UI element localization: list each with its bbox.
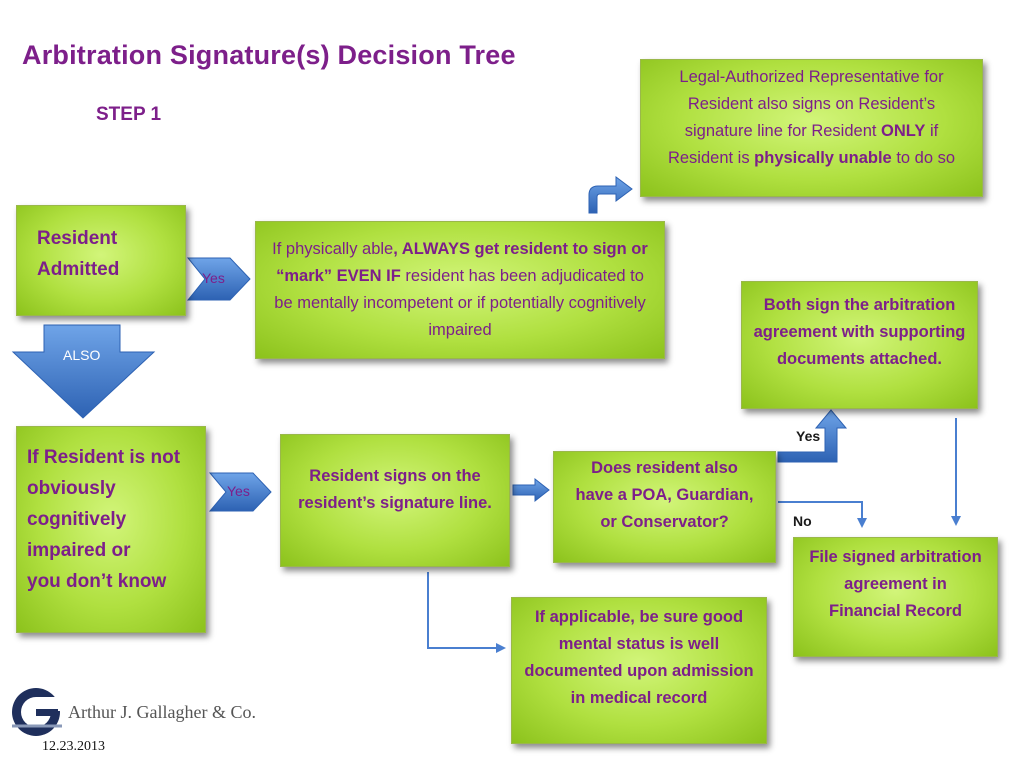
node-resident-admitted: Resident Admitted xyxy=(16,205,186,316)
not-impaired-line5: you don’t know xyxy=(27,571,167,592)
not-impaired-line3: cognitively xyxy=(27,509,127,530)
node-physically-able: If physically able, ALWAYS get resident … xyxy=(255,221,665,359)
also-label: ALSO xyxy=(63,347,101,363)
legal-rep-text-2: ONLY xyxy=(881,122,926,140)
physically-able-text-4: resident has been adjudicated to be ment… xyxy=(274,267,646,339)
gallagher-logo-icon xyxy=(12,688,62,736)
bent-arrow-legal-rep xyxy=(588,176,633,214)
node-file-signed: File signed arbitration agreement in Fin… xyxy=(793,537,998,657)
node-legal-representative: Legal-Authorized Representative for Resi… xyxy=(640,59,983,197)
node-mental-status: If applicable, be sure good mental statu… xyxy=(511,597,767,744)
company-name: Arthur J. Gallagher & Co. xyxy=(68,702,256,722)
yes-arrow-poa xyxy=(777,409,848,463)
resident-admitted-line2: Admitted xyxy=(37,259,120,280)
resident-admitted-line1: Resident xyxy=(37,228,118,249)
yes-arrow-top xyxy=(186,257,251,301)
node-poa-question: Does resident also have a POA, Guardian,… xyxy=(553,451,776,563)
not-impaired-line4: impaired or xyxy=(27,540,131,561)
also-down-arrow xyxy=(11,324,156,419)
not-impaired-line2: obviously xyxy=(27,478,116,499)
not-impaired-line1: If Resident is not xyxy=(27,447,181,468)
footer-date: 12.23.2013 xyxy=(42,739,105,754)
arrow-to-poa xyxy=(512,477,550,503)
physically-able-text-1: If physically able xyxy=(272,240,394,258)
yes-arrow-bottom xyxy=(208,472,272,512)
step-label: STEP 1 xyxy=(96,104,162,125)
node-both-sign: Both sign the arbitration agreement with… xyxy=(741,281,978,409)
connector-signs-to-mental xyxy=(427,572,506,653)
yes-label-bottom: Yes xyxy=(227,483,250,499)
legal-rep-text-4: physically unable xyxy=(754,149,892,167)
legal-rep-text-5: to do so xyxy=(891,149,956,167)
yes-label-top: Yes xyxy=(202,270,225,286)
page-title: Arbitration Signature(s) Decision Tree xyxy=(22,40,516,70)
legal-rep-text-3: if Resident is xyxy=(667,122,939,167)
legal-rep-text-1: Legal-Authorized Representative for Resi… xyxy=(679,68,944,140)
physically-able-text-3: “mark” EVEN IF xyxy=(276,267,401,285)
node-not-impaired: If Resident is not obviously cognitively… xyxy=(16,426,206,633)
no-label-poa: No xyxy=(793,513,812,529)
node-resident-signs: Resident signs on the resident’s signatu… xyxy=(280,434,510,567)
yes-label-poa: Yes xyxy=(796,428,821,444)
physically-able-text-2: , ALWAYS get resident to sign or xyxy=(393,240,648,258)
no-connector-line xyxy=(778,501,867,528)
